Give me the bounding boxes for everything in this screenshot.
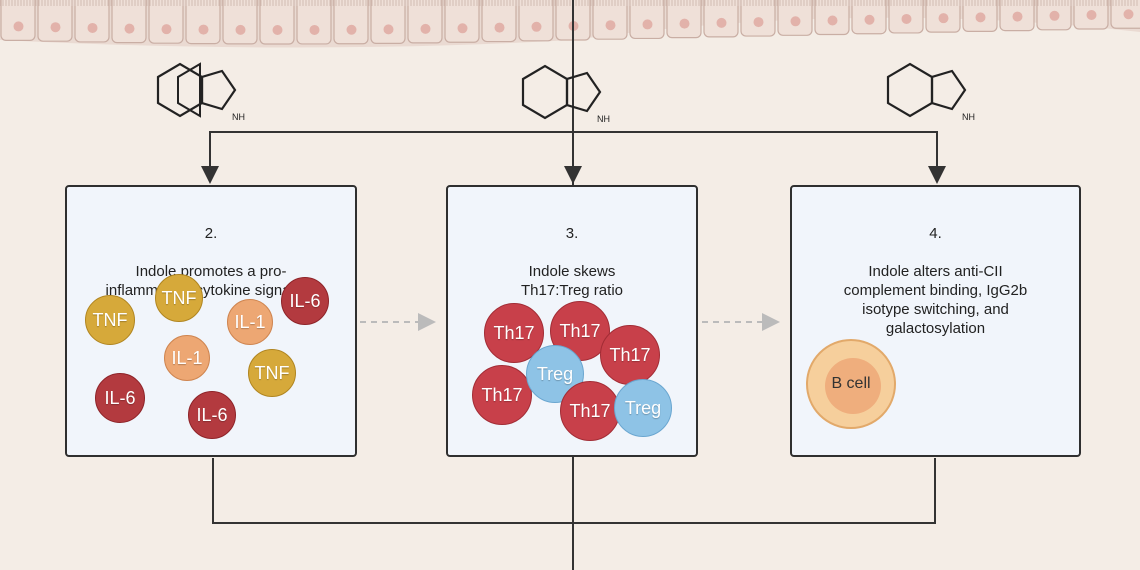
arrowhead-panel-2 bbox=[201, 166, 219, 184]
epithelial-nucleus bbox=[938, 13, 949, 24]
panel-cytokines: 2. Indole promotes a pro- inflammatory c… bbox=[65, 185, 357, 457]
epithelial-nucleus bbox=[87, 22, 98, 33]
epithelial-nucleus bbox=[679, 18, 690, 29]
cytokine-tnf: TNF bbox=[155, 274, 203, 322]
epithelial-nucleus bbox=[531, 21, 542, 32]
epithelial-nucleus bbox=[494, 22, 505, 33]
epithelium-layer bbox=[0, 0, 1140, 48]
epithelial-nucleus bbox=[235, 24, 246, 35]
epithelial-cell bbox=[333, 0, 369, 45]
epithelial-cell bbox=[592, 0, 628, 40]
epithelial-cell bbox=[37, 0, 73, 42]
bottom-connector bbox=[212, 458, 936, 524]
epithelial-cell bbox=[407, 0, 443, 44]
branch-connector bbox=[209, 131, 938, 172]
cell-th17: Th17 bbox=[560, 381, 620, 441]
panel-antibody: 4. Indole alters anti-CII complement bin… bbox=[790, 185, 1081, 457]
panel-title: 4. Indole alters anti-CII complement bin… bbox=[792, 205, 1079, 357]
panel-number: 4. bbox=[929, 225, 942, 242]
epithelial-cell bbox=[222, 0, 258, 45]
microvilli bbox=[0, 0, 1138, 6]
indole-molecule-icon: NH bbox=[156, 62, 245, 122]
epithelial-nucleus bbox=[1123, 9, 1134, 20]
panel-title: 3. Indole skews Th17:Treg ratio bbox=[448, 205, 696, 319]
dashed-arrowhead-1 bbox=[418, 313, 436, 331]
panel-number: 2. bbox=[204, 225, 218, 242]
epithelial-cell bbox=[74, 0, 110, 43]
epithelial-cell bbox=[296, 0, 332, 45]
epithelial-nucleus bbox=[161, 24, 172, 35]
cytokine-il1: IL-1 bbox=[227, 299, 273, 345]
b-cell-label: B cell bbox=[831, 375, 871, 392]
epithelial-cell bbox=[370, 0, 406, 44]
epithelial-nucleus bbox=[642, 19, 653, 30]
epithelial-nucleus bbox=[346, 24, 357, 35]
molecule-nh-label: NH bbox=[962, 112, 975, 122]
epithelial-cell bbox=[148, 0, 184, 44]
b-cell: B cell bbox=[806, 339, 896, 429]
arrowhead-panel-3 bbox=[564, 166, 582, 184]
epithelial-nucleus bbox=[420, 23, 431, 34]
epithelial-nucleus bbox=[13, 21, 24, 32]
cytokine-il6: IL-6 bbox=[281, 277, 329, 325]
epithelial-nucleus bbox=[309, 24, 320, 35]
epithelial-cell bbox=[259, 0, 295, 45]
cell-th17: Th17 bbox=[600, 325, 660, 385]
epithelial-nucleus bbox=[1086, 10, 1097, 21]
indole-molecule-icon: NH bbox=[521, 64, 610, 124]
arrowhead-panel-4 bbox=[928, 166, 946, 184]
panel-th17-treg: 3. Indole skews Th17:Treg ratio Th17 Th1… bbox=[446, 185, 698, 457]
molecule-nh-label: NH bbox=[232, 112, 245, 122]
indole-molecule-icon: NH bbox=[886, 62, 975, 122]
epithelial-nucleus bbox=[901, 13, 912, 24]
epithelial-nucleus bbox=[790, 16, 801, 27]
epithelial-nucleus bbox=[383, 24, 394, 35]
dashed-arrowhead-2 bbox=[762, 313, 780, 331]
cytokine-tnf: TNF bbox=[85, 295, 135, 345]
epithelial-nucleus bbox=[716, 17, 727, 28]
epithelial-nucleus bbox=[457, 23, 468, 34]
cytokine-il6: IL-6 bbox=[95, 373, 145, 423]
panel-heading: Indole skews Th17:Treg ratio bbox=[521, 263, 623, 299]
epithelial-nucleus bbox=[753, 17, 764, 28]
epithelial-cell bbox=[111, 0, 147, 44]
epithelial-cell bbox=[518, 0, 554, 42]
epithelial-nucleus bbox=[1012, 11, 1023, 22]
cell-treg: Treg bbox=[614, 379, 672, 437]
epithelial-nucleus bbox=[864, 14, 875, 25]
epithelial-nucleus bbox=[827, 15, 838, 26]
panel-heading: Indole alters anti-CII complement bindin… bbox=[843, 263, 1028, 337]
epithelial-nucleus bbox=[975, 12, 986, 23]
epithelial-cell bbox=[185, 0, 221, 45]
epithelial-nucleus bbox=[272, 24, 283, 35]
molecule-nh-label: NH bbox=[597, 114, 610, 124]
epithelial-nucleus bbox=[605, 20, 616, 31]
epithelial-cell bbox=[629, 0, 665, 40]
epithelial-cell bbox=[0, 0, 36, 42]
epithelial-nucleus bbox=[50, 22, 61, 33]
cytokine-il6: IL-6 bbox=[188, 391, 236, 439]
b-cell-nucleus bbox=[825, 358, 881, 414]
cytokine-il1: IL-1 bbox=[164, 335, 210, 381]
panel-number: 3. bbox=[565, 225, 579, 242]
cytokine-tnf: TNF bbox=[248, 349, 296, 397]
epithelial-nucleus bbox=[124, 23, 135, 34]
epithelial-cell bbox=[444, 0, 480, 43]
epithelial-nucleus bbox=[198, 24, 209, 35]
cell-th17: Th17 bbox=[472, 365, 532, 425]
epithelial-cell bbox=[481, 0, 517, 43]
epithelial-nucleus bbox=[1049, 10, 1060, 21]
